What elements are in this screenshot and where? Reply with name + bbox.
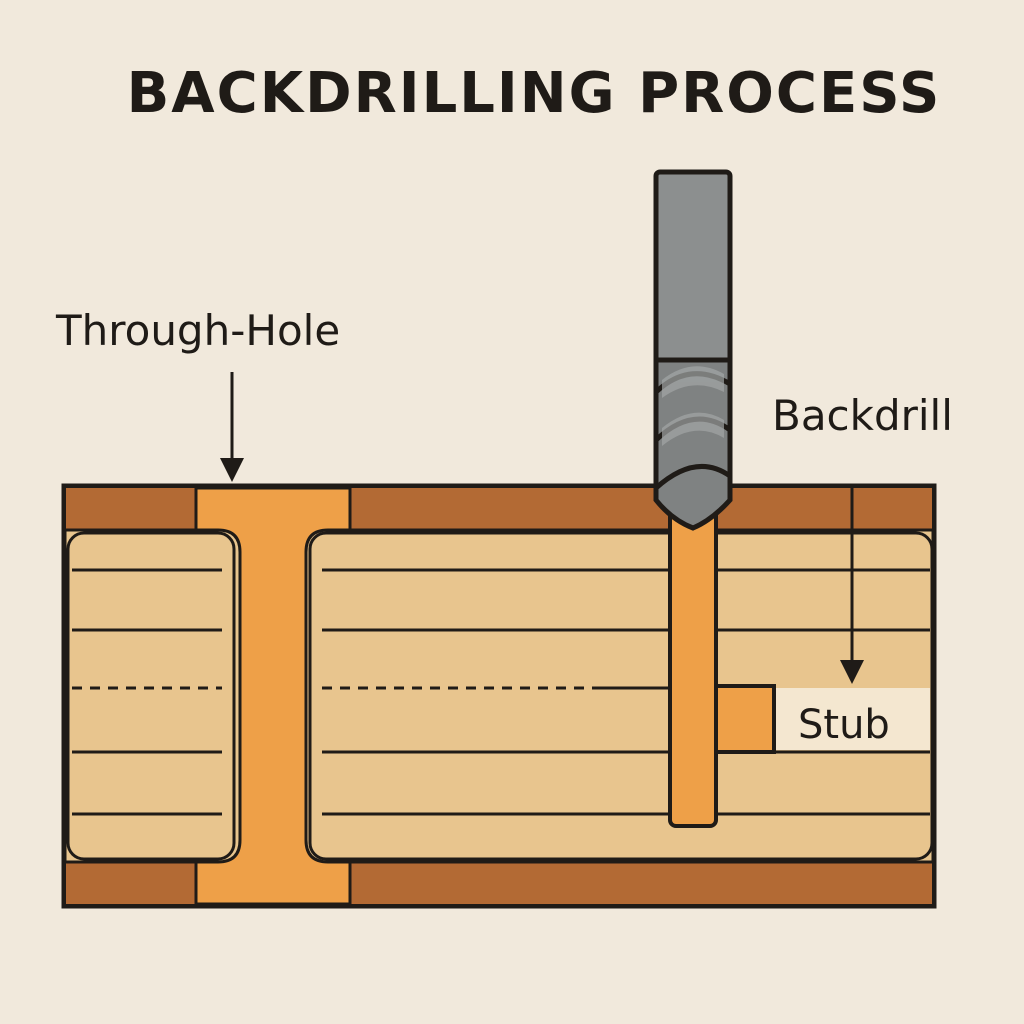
laminate-left: [66, 531, 236, 861]
backdrill-label: Backdrill: [772, 391, 953, 440]
stub-label-bg: [776, 688, 930, 750]
stub-label: Stub: [798, 702, 890, 748]
through-hole-plating: [194, 486, 352, 906]
stub-segment: [714, 684, 776, 754]
backdrill-arrow: [840, 486, 864, 684]
inner-layers-right: [322, 568, 930, 816]
pcb-board: [61, 483, 937, 909]
diagram-title: BACKDRILLING PROCESS: [127, 61, 942, 126]
laminate-right: [308, 531, 934, 861]
inner-layers-left: [72, 568, 222, 816]
backdrill-hole: [668, 498, 718, 828]
through-hole-arrow: [220, 372, 244, 482]
through-hole-label: Through-Hole: [55, 306, 340, 355]
drill-bit-icon: [653, 169, 733, 531]
